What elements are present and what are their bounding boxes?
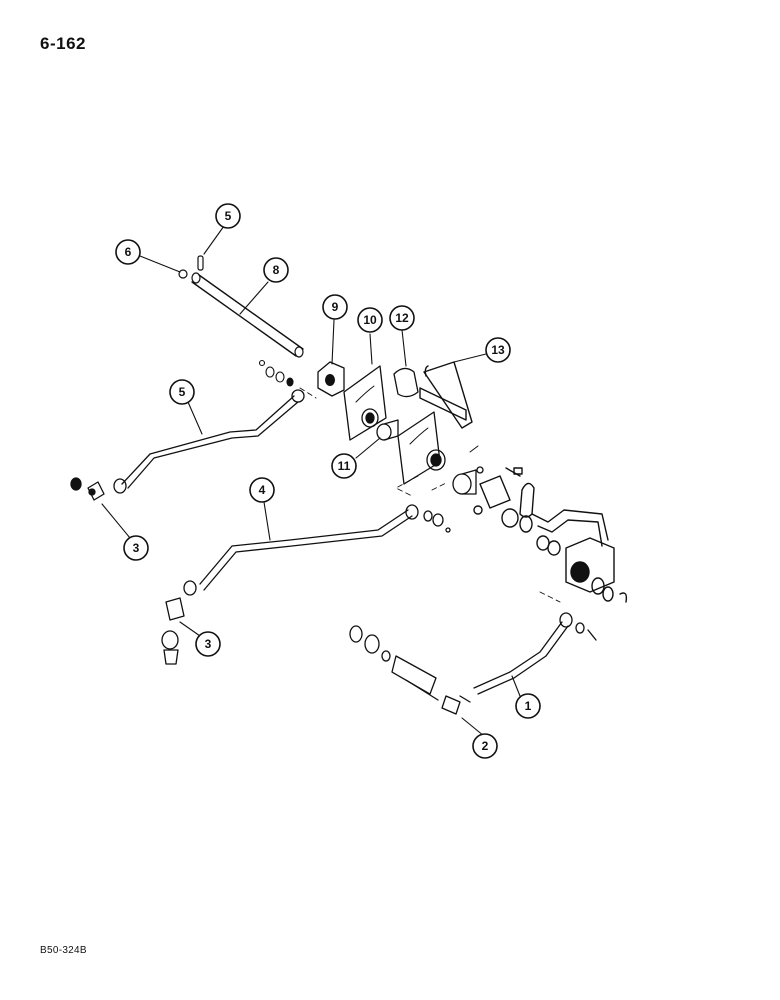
callout-8-label: 8: [273, 263, 280, 277]
leader-lines: [101, 225, 521, 737]
callout-12-circle: [389, 305, 415, 331]
callout-13-circle: [485, 337, 511, 363]
figure-reference-code: B50-324B: [40, 945, 87, 956]
callout-circles: [115, 203, 541, 759]
knob-part-12: [393, 367, 419, 398]
callout-3a-circle: [123, 535, 149, 561]
bracket-part-9: [317, 361, 345, 397]
callout-2-circle: [472, 733, 498, 759]
callout-6-label: 6: [125, 245, 132, 259]
end-fitting-part-2: [349, 625, 471, 715]
callout-7-label: 5: [225, 209, 232, 223]
lever-part-13: [419, 361, 473, 429]
callout-2-label: 2: [482, 739, 489, 753]
callout-5-circle: [169, 379, 195, 405]
callout-3b-label: 3: [205, 637, 212, 651]
lever-housing: [536, 535, 628, 603]
callout-7-circle: [215, 203, 241, 229]
callout-3a-label: 3: [133, 541, 140, 555]
washer-stack-upper: [258, 359, 294, 387]
quadrant-plate-part-10: [343, 365, 387, 441]
ball-joint-part-3-lower: [161, 597, 185, 665]
gear-lever-assembly: [473, 467, 609, 547]
callout-9-label: 9: [332, 300, 339, 314]
bushing-stack: [452, 445, 484, 495]
callout-13-label: 13: [491, 343, 505, 357]
callout-11-circle: [331, 453, 357, 479]
assembly-guide-lines: [299, 387, 561, 603]
page-number: 6-162: [40, 34, 86, 53]
callout-11-label: 11: [338, 459, 351, 473]
callout-8-circle: [263, 257, 289, 283]
pin-part-7: [197, 255, 204, 271]
ball-joint-part-3-upper: [70, 477, 105, 501]
link-rod-part-5: [113, 389, 305, 494]
callout-10-circle: [357, 307, 383, 333]
callout-1-circle: [515, 693, 541, 719]
link-rod-part-4: [183, 504, 451, 596]
callout-6-circle: [115, 239, 141, 265]
clip-part-6: [178, 269, 188, 279]
callout-3b-circle: [195, 631, 221, 657]
callout-1-label: 1: [525, 699, 532, 713]
callout-4-label: 4: [259, 483, 266, 497]
quadrant-plate-lower: [397, 411, 446, 485]
callout-12-label: 12: [395, 311, 409, 325]
callout-5-label: 5: [179, 385, 186, 399]
bushing-part-11: [376, 419, 399, 441]
callout-9-circle: [322, 294, 348, 320]
link-rod-part-1: [473, 612, 597, 695]
shaft-part-8: [191, 272, 304, 358]
callout-4-circle: [249, 477, 275, 503]
callout-10-label: 10: [363, 313, 377, 327]
